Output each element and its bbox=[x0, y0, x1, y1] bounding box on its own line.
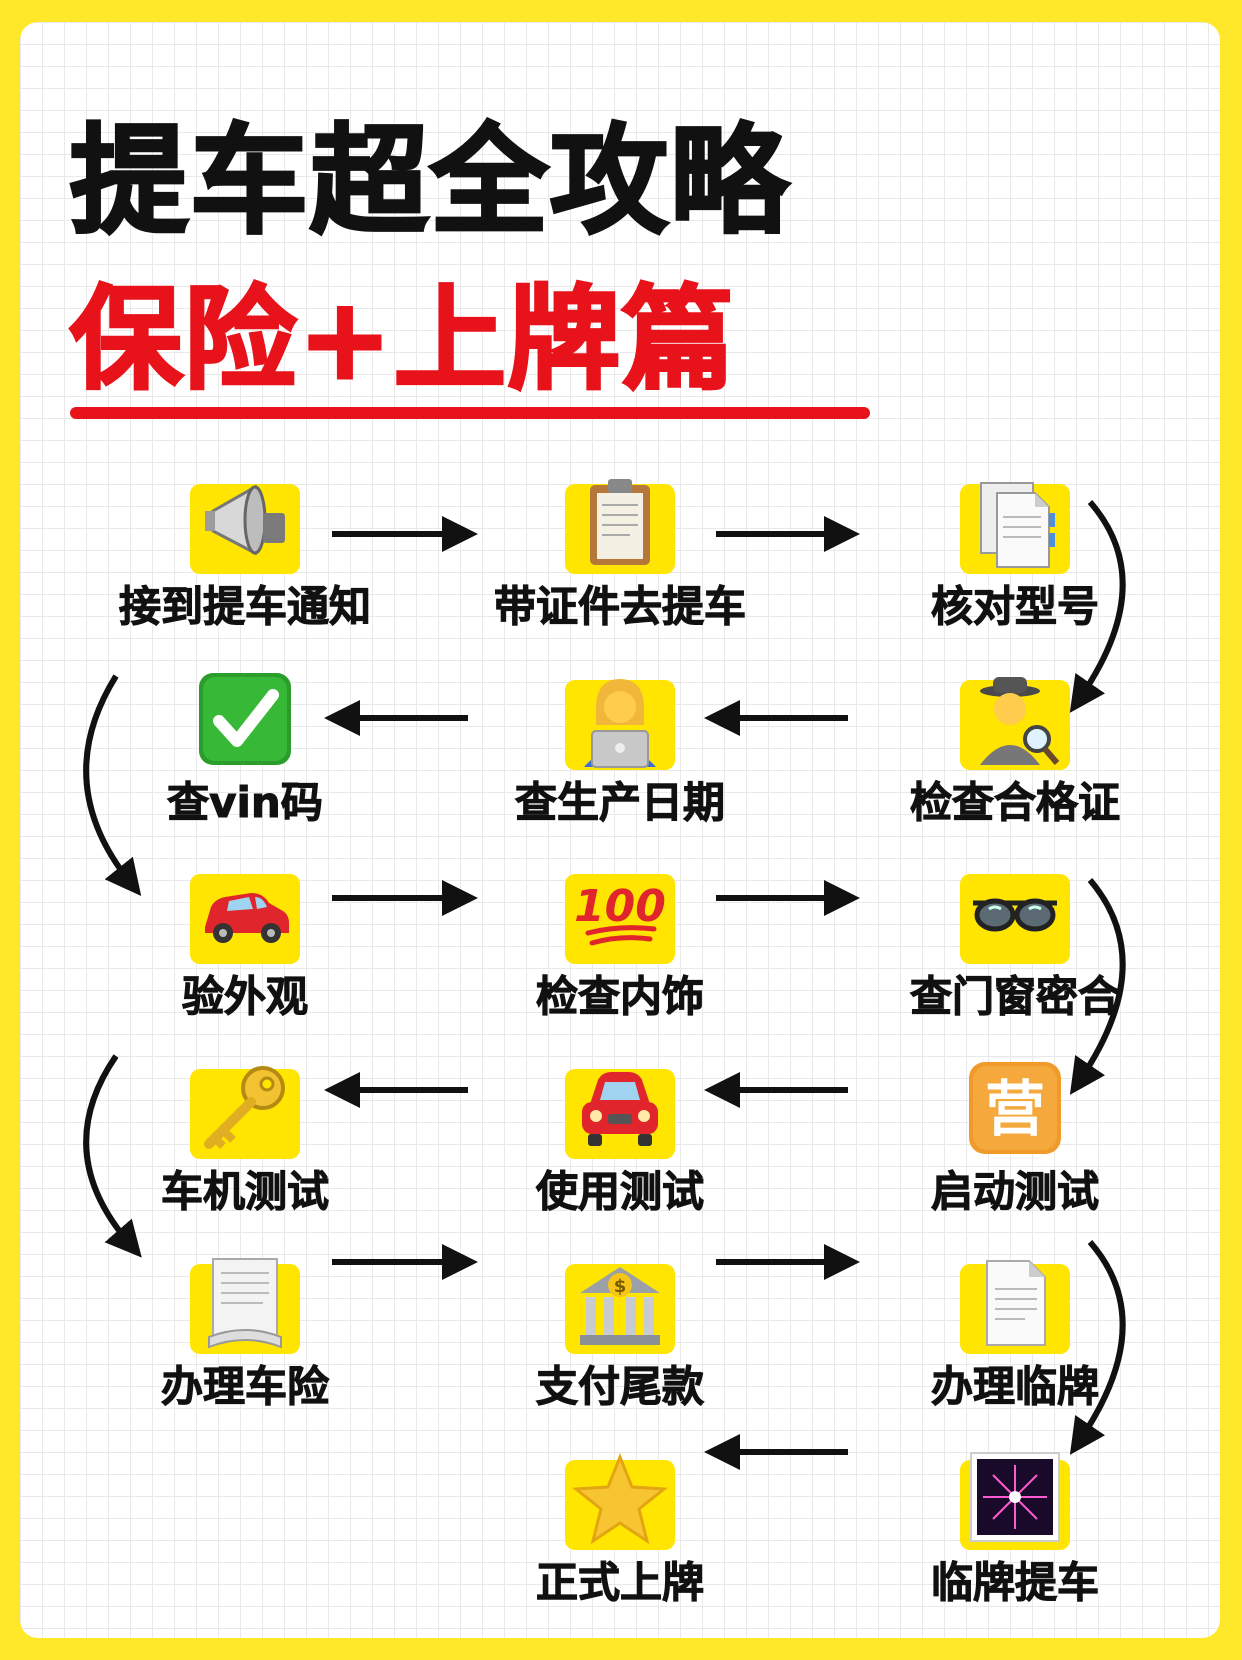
step-label: 使用测试 bbox=[535, 1167, 704, 1216]
step-label: 办理车险 bbox=[160, 1362, 329, 1411]
step-1: 接到提车通知 bbox=[95, 484, 395, 654]
page-subtitle: 保险+上牌篇 bbox=[69, 275, 736, 405]
step-label: 查生产日期 bbox=[514, 778, 725, 827]
step-label: 查门窗密合 bbox=[909, 972, 1120, 1021]
red-car-icon bbox=[190, 874, 300, 964]
step-label: 接到提车通知 bbox=[118, 582, 371, 631]
step-11: 使用测试 bbox=[470, 1069, 770, 1239]
arrow-curve-down bbox=[1069, 1240, 1126, 1455]
car-front-icon bbox=[565, 1069, 675, 1159]
step-6: 查vin码 bbox=[95, 673, 395, 850]
step-label: 临牌提车 bbox=[930, 1558, 1099, 1607]
clipboard-icon bbox=[565, 479, 675, 574]
step-10: 营 启动测试 bbox=[865, 1062, 1165, 1239]
laptop-worker-icon bbox=[565, 679, 675, 770]
step-7: 验外观 bbox=[95, 874, 395, 1044]
key-icon bbox=[190, 1066, 300, 1159]
step-label: 核对型号 bbox=[930, 582, 1099, 631]
svg-text:$: $ bbox=[614, 1276, 627, 1297]
bank-icon: $ bbox=[565, 1264, 675, 1354]
step-5: 查生产日期 bbox=[470, 679, 770, 850]
step-14: $ 支付尾款 bbox=[470, 1264, 770, 1434]
step-label: 检查内饰 bbox=[535, 972, 704, 1021]
step-2: 带证件去提车 bbox=[470, 479, 770, 654]
arrow-curve-down bbox=[1069, 500, 1126, 713]
grid-card: 提车超全攻略 保险+上牌篇 接到提车通知 带证件去提车 bbox=[20, 22, 1220, 1638]
check-mark-icon bbox=[190, 673, 300, 770]
step-13: 办理车险 bbox=[95, 1258, 395, 1434]
step-label: 启动测试 bbox=[930, 1167, 1099, 1216]
fireworks-icon bbox=[960, 1452, 1070, 1550]
step-label: 查vin码 bbox=[167, 778, 324, 827]
step-9: 查门窗密合 bbox=[865, 874, 1165, 1044]
step-17: 正式上牌 bbox=[470, 1452, 770, 1630]
scroll-icon bbox=[190, 1258, 300, 1354]
hundred-points-icon: 100 bbox=[565, 874, 675, 964]
arrow-curve-down bbox=[83, 674, 142, 897]
step-label: 检查合格证 bbox=[909, 778, 1120, 827]
ying-button-icon: 营 bbox=[960, 1062, 1070, 1159]
arrow-curve-down bbox=[1069, 878, 1126, 1095]
page-title: 提车超全攻略 bbox=[68, 112, 791, 250]
step-label: 车机测试 bbox=[160, 1167, 329, 1216]
step-4: 检查合格证 bbox=[865, 677, 1165, 850]
step-label: 带证件去提车 bbox=[493, 582, 746, 631]
subtitle-underline bbox=[70, 407, 870, 419]
step-16: 临牌提车 bbox=[865, 1452, 1165, 1630]
megaphone-icon bbox=[190, 484, 300, 574]
step-3: 核对型号 bbox=[865, 482, 1165, 654]
svg-text:营: 营 bbox=[985, 1075, 1045, 1145]
step-12: 车机测试 bbox=[95, 1066, 395, 1239]
step-label: 办理临牌 bbox=[930, 1362, 1099, 1411]
step-15: 办理临牌 bbox=[865, 1260, 1165, 1434]
page-icon bbox=[960, 1260, 1070, 1354]
step-label: 验外观 bbox=[181, 972, 308, 1021]
step-label: 正式上牌 bbox=[535, 1558, 704, 1607]
flow-arrows bbox=[83, 500, 1126, 1470]
step-label: 支付尾款 bbox=[535, 1362, 704, 1411]
svg-text:100: 100 bbox=[574, 881, 666, 932]
sunglasses-icon bbox=[960, 874, 1070, 964]
star-icon bbox=[565, 1452, 675, 1550]
detective-icon bbox=[960, 677, 1070, 770]
arrow-curve-down bbox=[83, 1054, 142, 1258]
documents-icon bbox=[960, 482, 1070, 574]
step-8: 100 检查内饰 bbox=[470, 874, 770, 1044]
